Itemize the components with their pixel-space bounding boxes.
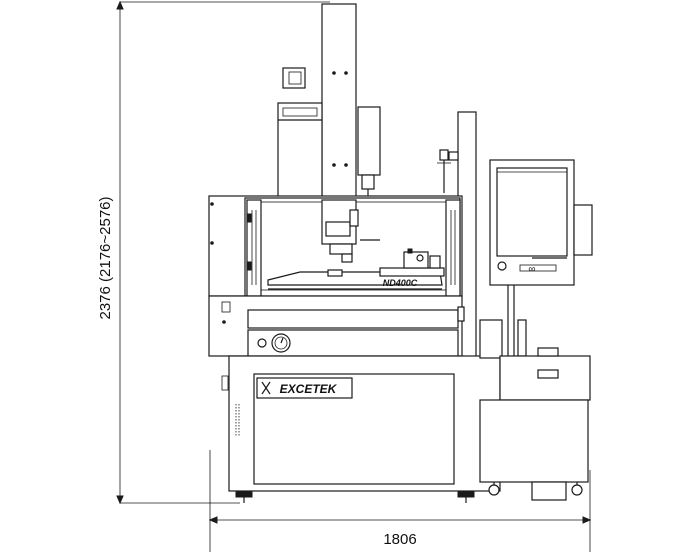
height-dimension-label: 2376 (2176~2576)	[97, 196, 114, 319]
panel-logo-mark: ∞	[528, 264, 535, 275]
width-dimension-label: 1806	[383, 531, 416, 548]
brand-logo: EXCETEK	[280, 382, 338, 396]
model-label: ND400C	[383, 278, 418, 288]
filter-unit	[479, 319, 591, 501]
cnc-control-panel: ∞	[489, 159, 593, 356]
work-table: ND400C	[267, 248, 445, 290]
rear-motor-housing	[277, 67, 323, 199]
spindle-head	[357, 106, 381, 204]
width-dimension: 1806	[208, 450, 592, 552]
vent-grille	[235, 404, 240, 436]
base-cabinet: EXCETEK	[221, 355, 501, 503]
height-dimension: 2376 (2176~2576)	[97, 0, 330, 505]
machine-column	[321, 3, 357, 201]
front-panel	[208, 295, 465, 357]
electrode-quill	[321, 199, 380, 263]
